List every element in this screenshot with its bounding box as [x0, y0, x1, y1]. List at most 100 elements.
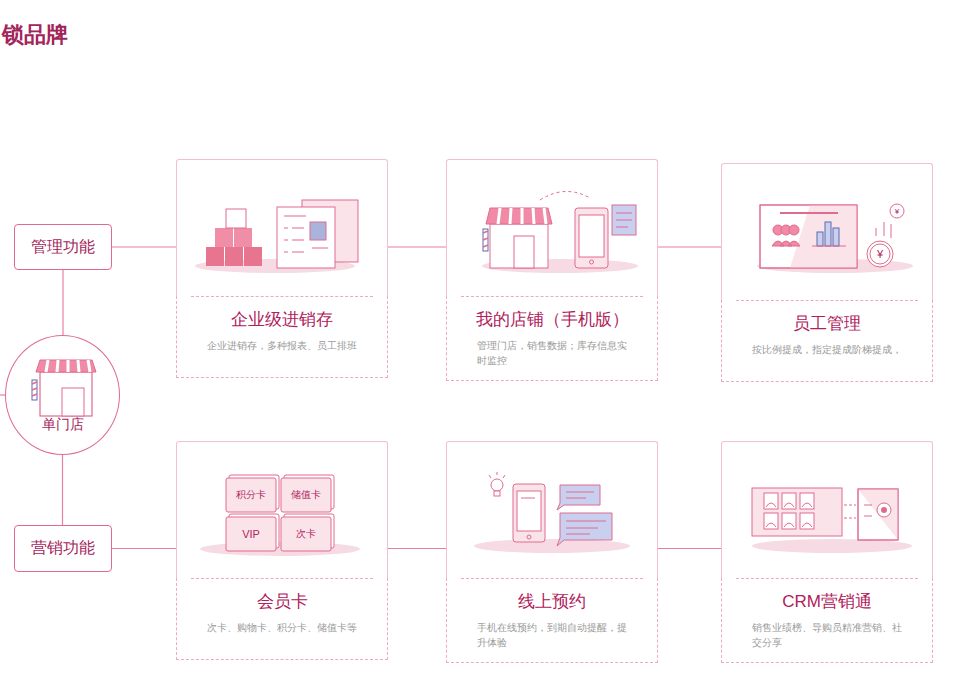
booking-illustration-part [474, 539, 630, 553]
card-text-panel: CRM营销通销售业绩榜、导购员精准营销、社交分享 [721, 578, 933, 663]
store-mobile-illustration-part [590, 260, 594, 264]
store-mobile-illustration-part [483, 229, 488, 251]
card-label: VIP [242, 528, 260, 540]
card-label: 储值卡 [291, 488, 321, 502]
member-card-illustration-part [226, 478, 276, 512]
member-card-illustration-part [281, 517, 331, 551]
staff-illustration-part [833, 228, 839, 246]
currency-symbol: ¥ [895, 207, 899, 216]
store-mobile-illustration-part [498, 208, 546, 224]
node-description: 销售业绩榜、导购员精准营销、社交分享 [752, 620, 902, 650]
card-frame [446, 159, 658, 296]
crm-illustration-part [881, 507, 887, 513]
node-title: 线上预约 [457, 590, 647, 614]
inventory-illustration-part [206, 247, 224, 266]
staff-illustration-part [867, 241, 893, 267]
member-card-illustration [200, 475, 360, 556]
inventory-illustration-part [244, 247, 262, 266]
crm-illustration-part [864, 505, 872, 516]
shop-icon-part [32, 380, 37, 400]
node-title: 营销功能 [31, 538, 95, 559]
node-description: 按比例提成，指定提成阶梯提成， [752, 342, 902, 357]
shop-icon-part [40, 372, 92, 416]
shop-icon-part [36, 360, 96, 372]
store-mobile-illustration [482, 191, 638, 273]
staff-illustration-part [760, 205, 857, 268]
booking-illustration-part [521, 498, 535, 499]
inventory-illustration [195, 200, 358, 273]
store-mobile-illustration-part [486, 208, 552, 224]
crm-illustration-part [877, 503, 891, 517]
connector-line [112, 548, 176, 549]
card-label: 积分卡 [236, 488, 266, 502]
card-frame [721, 441, 933, 578]
node-description: 次卡、购物卡、积分卡、储值卡等 [207, 620, 357, 635]
connector-line [62, 455, 63, 525]
booking-illustration-part [517, 491, 541, 531]
booking-illustration-part [491, 479, 503, 491]
feature-card: 我的店铺（手机版）管理门店，销售数据；库存信息实时监控 [446, 159, 658, 381]
node-title: CRM营销通 [732, 590, 922, 614]
card-frame [721, 163, 933, 300]
card-text-panel: 会员卡次卡、购物卡、积分卡、储值卡等 [176, 578, 388, 660]
staff-illustration [757, 204, 913, 273]
crm-illustration-part [844, 505, 856, 518]
staff-illustration-part [890, 204, 904, 218]
store-mobile-illustration-part [575, 208, 608, 268]
dashed-divider [736, 578, 918, 579]
store-mobile-illustration-part [579, 215, 604, 257]
staff-illustration-part [876, 222, 891, 238]
booking-illustration-part [494, 491, 500, 496]
node-title: 我的店铺（手机版） [457, 308, 647, 332]
title: 锁品牌 [2, 20, 68, 50]
shop-icon [32, 360, 96, 416]
function-box: 营销功能 [14, 525, 112, 572]
store-mobile-illustration-part [490, 224, 548, 268]
node-title: 单门店 [6, 416, 119, 434]
node-title: 企业级进销存 [187, 308, 377, 332]
feature-card: 会员卡次卡、购物卡、积分卡、储值卡等 [176, 441, 388, 660]
inventory-illustration-part [310, 222, 326, 240]
dashed-divider [191, 578, 373, 579]
booking-illustration-part [513, 484, 545, 542]
booking-illustration-part [566, 492, 594, 498]
card-frame [176, 159, 388, 296]
card-text-panel: 线上预约手机在线预约，到期自动提醒，提升体验 [446, 578, 658, 663]
store-mobile-illustration-part [514, 236, 534, 268]
booking-illustration-part [527, 535, 531, 539]
staff-illustration-part [870, 244, 890, 264]
staff-illustration-part [772, 241, 800, 246]
card-text-panel: 我的店铺（手机版）管理门店，销售数据；库存信息实时监控 [446, 296, 658, 381]
connector-line [658, 548, 721, 549]
dashed-divider [736, 300, 918, 301]
node-description: 企业进销存，多种报表、员工排班 [207, 338, 357, 353]
crm-illustration-part [752, 539, 912, 553]
connector-line [388, 246, 446, 247]
inventory-illustration-part [215, 228, 233, 247]
staff-illustration-part [817, 232, 823, 246]
crm-illustration-part [752, 488, 842, 536]
card-frame [176, 441, 388, 578]
booking-illustration-part [557, 485, 600, 510]
shop-icon-part [32, 382, 37, 396]
staff-illustration-part [790, 205, 857, 268]
feature-card: CRM营销通销售业绩榜、导购员精准营销、社交分享 [721, 441, 933, 663]
card-text-panel: 企业级进销存企业进销存，多种报表、员工排班 [176, 296, 388, 378]
feature-card: 企业级进销存企业进销存，多种报表、员工排班 [176, 159, 388, 378]
member-card-illustration-part [281, 478, 331, 512]
node-description: 手机在线预约，到期自动提醒，提升体验 [477, 620, 627, 650]
connector-line [112, 246, 176, 247]
store-mobile-illustration-part [540, 191, 590, 200]
card-label: 次卡 [296, 527, 316, 541]
staff-illustration-part [760, 205, 857, 268]
connector-line [388, 548, 446, 549]
crm-illustration-part [858, 489, 898, 540]
dashed-divider [461, 296, 643, 297]
inventory-illustration-part [226, 209, 246, 228]
booking-illustration [474, 472, 630, 553]
crm-illustration-part [766, 503, 812, 527]
dashed-divider [461, 578, 643, 579]
booking-illustration-part [489, 472, 505, 478]
